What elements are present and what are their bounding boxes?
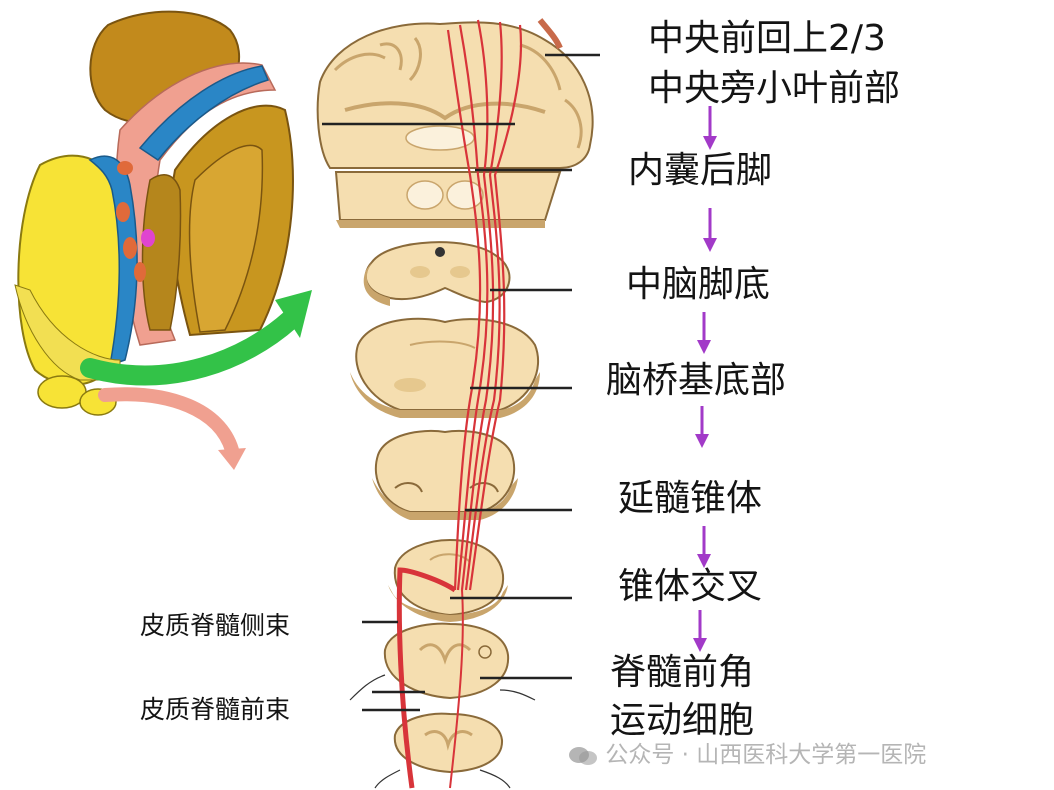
- watermark: 公众号 · 山西医科大学第一医院: [568, 735, 926, 769]
- wechat-icon: [568, 745, 598, 767]
- label-medulla-pyramid: 延髓锥体: [618, 478, 763, 519]
- label-pyramidal-decussation: 锥体交叉: [618, 566, 763, 607]
- label-anterior-horn: 脊髓前角: [610, 652, 755, 693]
- label-anterior-corticospinal-tract: 皮质脊髓前束: [140, 695, 291, 724]
- watermark-text: 公众号 · 山西医科大学第一医院: [605, 742, 927, 768]
- label-pons-basal: 脑桥基底部: [606, 360, 787, 401]
- label-paracentral-lobule: 中央旁小叶前部: [648, 68, 901, 109]
- flow-arrows: [693, 106, 717, 652]
- label-lateral-corticospinal-tract: 皮质脊髓侧束: [140, 611, 291, 640]
- corticospinal-tract-fibers: [396, 18, 563, 789]
- label-internal-capsule: 内囊后脚: [628, 150, 773, 191]
- label-precentral-gyrus: 中央前回上2/3: [648, 18, 886, 59]
- leader-lines: [322, 53, 600, 712]
- salmon-curved-arrow-icon: [98, 387, 246, 470]
- label-cerebral-peduncle: 中脑脚底: [626, 264, 771, 305]
- basal-ganglia-illustration: [14, 10, 294, 416]
- green-curved-arrow-icon: [80, 290, 312, 386]
- label-motor-neurons: 运动细胞: [610, 700, 755, 741]
- brain-sections-illustration: [316, 21, 594, 789]
